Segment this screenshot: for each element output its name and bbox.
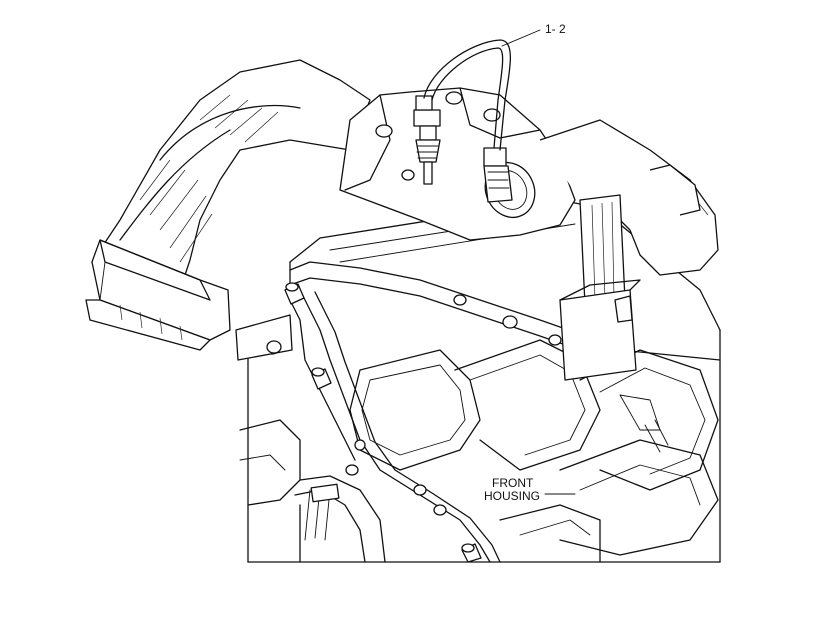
callout-1-2: 1- 2	[545, 22, 566, 36]
intake-hose	[85, 59, 371, 361]
front-housing-label-line1: FRONT	[492, 476, 534, 490]
engine-block	[239, 199, 721, 563]
callout-1-2-leader	[501, 29, 541, 47]
connector-right	[483, 147, 513, 203]
front-housing	[264, 261, 721, 563]
wire-harness	[423, 39, 511, 151]
sensor-1-2	[413, 95, 441, 185]
manifold	[339, 87, 719, 381]
front-housing-label-line2: HOUSING	[484, 489, 540, 503]
seal-housing	[294, 475, 386, 563]
